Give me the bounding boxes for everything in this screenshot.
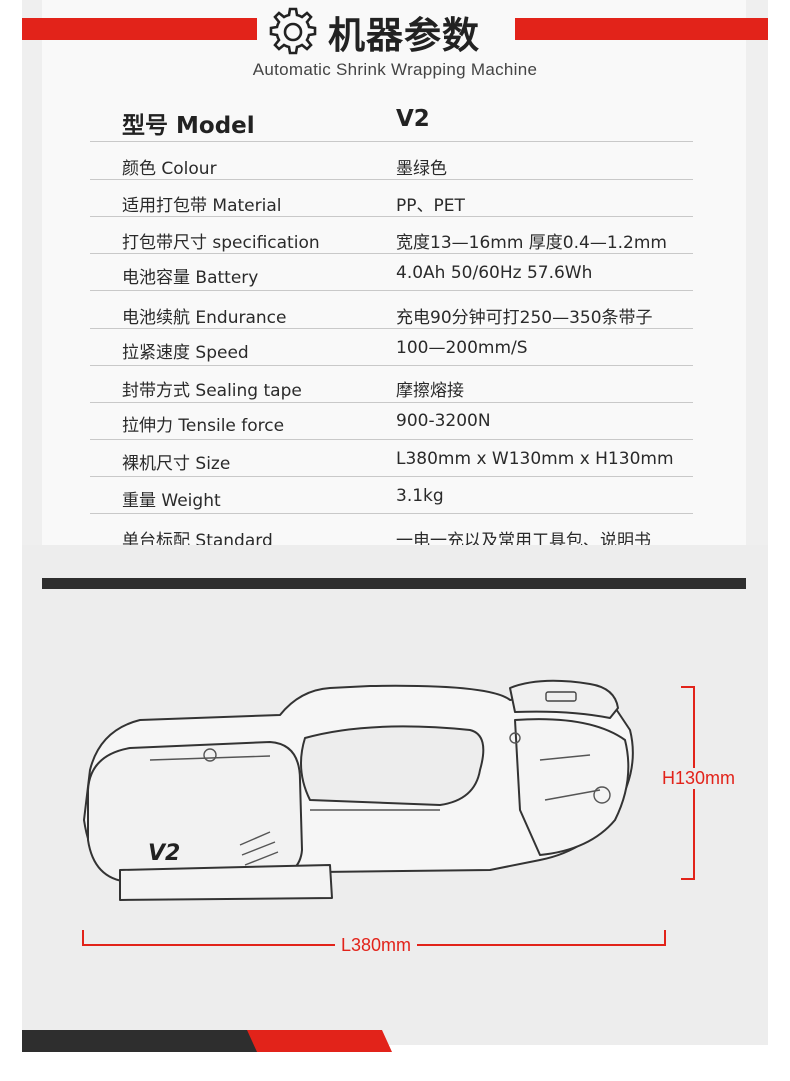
gear-icon <box>269 7 317 55</box>
spec-row: 适用打包带 Material PP、PET <box>90 180 693 217</box>
spec-label: 拉伸力 Tensile force <box>122 416 285 436</box>
header-bar-left <box>22 18 257 40</box>
spec-row: 拉紧速度 Speed 100—200mm/S <box>90 329 693 366</box>
spec-label: 颜色 Colour <box>122 159 217 179</box>
length-label: L380mm <box>335 935 418 956</box>
spec-table: 型号 Model V2 颜色 Colour 墨绿色 适用打包带 Material… <box>90 100 693 554</box>
spec-label: 电池续航 Endurance <box>122 308 287 328</box>
header-bar-right <box>515 18 768 40</box>
spec-row: 电池容量 Battery 4.0Ah 50/60Hz 57.6Wh <box>90 254 693 291</box>
footer-bar-dark <box>22 1030 262 1052</box>
spec-value: 摩擦熔接 <box>396 381 464 401</box>
spec-label: 裸机尺寸 Size <box>122 454 231 474</box>
spec-label: 重量 Weight <box>122 491 221 511</box>
spec-row: 电池续航 Endurance 充电90分钟可打250—350条带子 <box>90 291 693 329</box>
spec-label: 适用打包带 Material <box>122 196 282 216</box>
spec-label: 打包带尺寸 specification <box>122 233 320 253</box>
model-mark: V2 <box>148 841 180 866</box>
page-subtitle: Automatic Shrink Wrapping Machine <box>252 60 538 79</box>
spec-row: 裸机尺寸 Size L380mm x W130mm x H130mm <box>90 440 693 477</box>
section-divider <box>42 578 746 589</box>
spec-value: PP、PET <box>396 196 465 216</box>
spec-value: 900-3200N <box>396 411 491 431</box>
spec-value: 宽度13—16mm 厚度0.4—1.2mm <box>396 233 667 253</box>
spec-value: L380mm x W130mm x H130mm <box>396 449 674 469</box>
footer-bar-red <box>247 1030 392 1052</box>
spec-value: 3.1kg <box>396 486 444 506</box>
spec-label: 电池容量 Battery <box>122 268 259 288</box>
spec-row: 重量 Weight 3.1kg <box>90 477 693 514</box>
spec-value: 充电90分钟可打250—350条带子 <box>396 308 653 328</box>
spec-row: 封带方式 Sealing tape 摩擦熔接 <box>90 366 693 403</box>
spec-row: 打包带尺寸 specification 宽度13—16mm 厚度0.4—1.2m… <box>90 217 693 254</box>
strapping-tool-illustration: V2 <box>83 679 634 901</box>
spec-label: 封带方式 Sealing tape <box>122 381 302 401</box>
spec-row: 拉伸力 Tensile force 900-3200N <box>90 403 693 440</box>
spec-label: 拉紧速度 Speed <box>122 343 249 363</box>
spec-value: 100—200mm/S <box>396 338 528 358</box>
spec-row-model: 型号 Model V2 <box>90 100 693 142</box>
spec-value: 墨绿色 <box>396 159 447 179</box>
page-title: 机器参数 <box>328 14 480 57</box>
height-label: H130mm <box>660 768 738 789</box>
spec-value: V2 <box>396 106 430 132</box>
spec-label: 型号 Model <box>122 113 255 139</box>
section-title: 机器参数 <box>266 4 506 60</box>
spec-row: 颜色 Colour 墨绿色 <box>90 142 693 180</box>
spec-value: 4.0Ah 50/60Hz 57.6Wh <box>396 263 593 283</box>
